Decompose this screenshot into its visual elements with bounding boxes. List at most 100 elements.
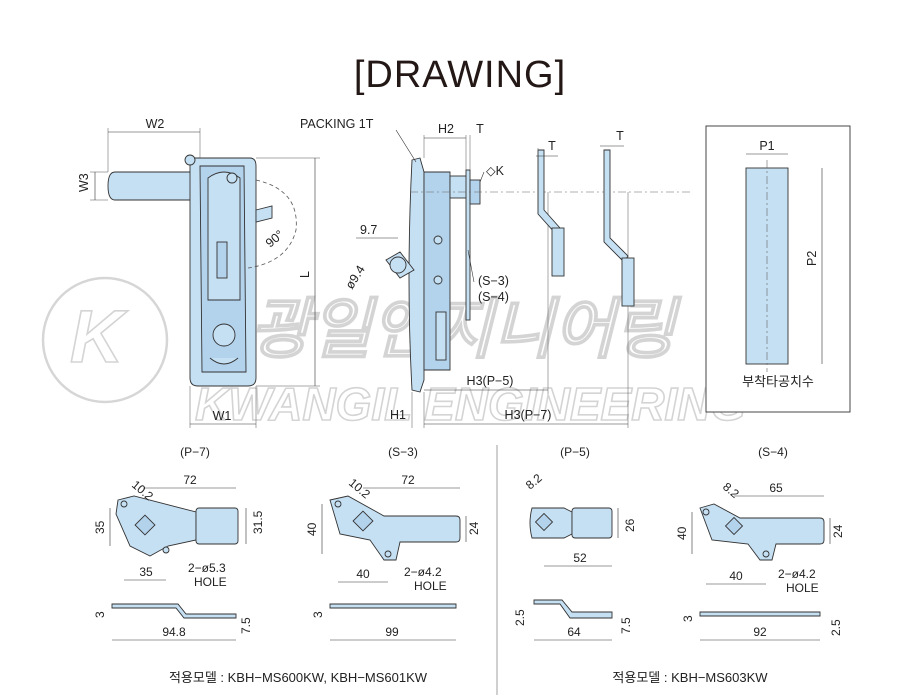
h2-label: H2 <box>438 122 454 136</box>
cam-p7-side-right: 7.5 <box>239 617 253 634</box>
w3-label: W3 <box>77 173 91 192</box>
cam-s4-side-right: 2.5 <box>829 619 843 636</box>
w2-label: W2 <box>146 117 165 131</box>
cam-s4-left: 40 <box>675 526 689 540</box>
side-cam-plate <box>465 169 471 321</box>
w1-label: W1 <box>213 409 232 423</box>
cam-p7-right: 31.5 <box>251 510 265 534</box>
cam-p7-side-left: 3 <box>93 611 107 618</box>
cam-s3-side-left: 3 <box>311 611 325 618</box>
front-view: 90° W2 W3 W1 L <box>77 117 320 428</box>
rotation-arc <box>247 179 297 269</box>
cam-s3: (S−3) 72 10.2 40 24 40 2−ø4.2 HOLE 99 3 <box>305 445 481 641</box>
k-leader <box>479 171 485 183</box>
cam-s4-right: 24 <box>831 524 845 538</box>
page-title: [DRAWING] <box>354 54 566 96</box>
cam-s4-side-left: 3 <box>681 615 695 622</box>
cam-p7-left: 35 <box>93 520 107 534</box>
side-shaft <box>449 175 469 199</box>
cam-p5-name: (P−5) <box>560 445 590 459</box>
cam-s3-hole-1 <box>334 500 342 508</box>
cam-s4-angle: 8.2 <box>720 480 742 502</box>
cam-s3-name: (S−3) <box>388 445 418 459</box>
cam-s3-side-len: 99 <box>385 625 399 639</box>
cam-s3-side <box>329 603 457 609</box>
cam-p5: (P−5) 8.2 26 52 64 2.5 7.5 <box>513 445 637 641</box>
t-label: T <box>476 122 484 136</box>
cam-p5-side-right: 7.5 <box>619 617 633 634</box>
angle-label: 90° <box>263 227 286 250</box>
mount-hole-panel: P1 P2 부착타공치수 <box>705 125 851 413</box>
cam-p5-side-len: 64 <box>567 625 581 639</box>
side-view: PACKING 1T H2 T ◇K 9.7 ø9.4 (S−3) (S−4) … <box>300 117 690 428</box>
key-cylinder <box>216 241 228 279</box>
cam-s4-square <box>724 516 744 536</box>
profile-2-end <box>621 257 635 307</box>
cam-p7-top: 72 <box>183 473 197 487</box>
cam-s4-hole-1 <box>702 508 710 516</box>
l-label: L <box>298 271 312 278</box>
cam-s4: (S−4) 65 8.2 40 24 40 2−ø4.2 HOLE 92 3 2… <box>675 445 845 641</box>
h3p7-label: H3(P−7) <box>505 408 552 422</box>
k-label: ◇K <box>486 164 505 178</box>
top-ear <box>184 154 196 166</box>
cam-s3-hole-b: HOLE <box>414 579 447 593</box>
cam-s3-plate <box>329 495 461 561</box>
packing-leader <box>395 129 417 163</box>
cam-p7-hole-2 <box>162 546 170 554</box>
lock-arc <box>209 357 239 365</box>
phi94-label: ø9.4 <box>343 263 368 292</box>
s3-label: (S−3) <box>478 274 509 288</box>
cam-s4-hole-a: 2−ø4.2 <box>778 567 816 581</box>
side-latch <box>435 311 447 361</box>
side-flange <box>408 157 425 393</box>
cam-s3-right: 24 <box>467 521 481 535</box>
cam-p7-side <box>111 603 237 619</box>
cam-s3-top: 72 <box>401 473 415 487</box>
cam-p7-hole-1 <box>120 500 128 508</box>
cam-p5-right: 26 <box>623 518 637 532</box>
cam-p7-block <box>195 507 239 545</box>
cam-s4-hole-b: HOLE <box>786 581 819 595</box>
cam-s3-hole-a: 2−ø4.2 <box>404 565 442 579</box>
side-hole <box>389 256 407 274</box>
cam-s4-side-len: 92 <box>753 625 767 639</box>
side-gear-2 <box>433 275 443 285</box>
cam-p7-side-len: 94.8 <box>162 625 186 639</box>
packing-label: PACKING 1T <box>300 117 374 131</box>
cam-p7-bottom: 35 <box>139 565 153 579</box>
d97-label: 9.7 <box>360 223 377 237</box>
rotated-tab <box>255 205 273 223</box>
cam-s4-name: (S−4) <box>758 445 788 459</box>
models-left: 적용모델 : KBH−MS600KW, KBH−MS601KW <box>169 670 428 685</box>
cam-p5-block <box>571 507 613 539</box>
cam-s3-square <box>352 510 374 532</box>
cam-p7-name: (P−7) <box>180 445 210 459</box>
cam-p7-hole-b: HOLE <box>194 575 227 589</box>
profile-2-arm <box>603 149 629 263</box>
upper-rivet <box>226 172 238 184</box>
cam-s4-plate <box>699 503 825 561</box>
profile-1-t: T <box>548 139 556 153</box>
s-leader <box>467 249 475 283</box>
mount-caption: 부착타공치수 <box>742 374 814 389</box>
profile-2-t: T <box>616 129 624 143</box>
cam-s4-hole-2 <box>762 550 770 558</box>
cam-s4-top: 65 <box>769 481 783 495</box>
profile-1-end <box>551 227 565 277</box>
side-gear-1 <box>433 235 443 245</box>
cam-profiles: T T <box>536 129 635 307</box>
p1-label: P1 <box>759 139 774 153</box>
cam-s3-bottom: 40 <box>356 567 370 581</box>
cam-s4-side <box>699 611 821 617</box>
lock-circle <box>212 323 236 347</box>
cam-p7-square <box>134 514 156 536</box>
cam-p7-plate <box>115 495 197 557</box>
watermark-letter: K <box>70 295 128 378</box>
s4-label: (S−4) <box>478 290 509 304</box>
cam-s3-hole-2 <box>384 550 392 558</box>
cam-p5-square <box>534 512 554 532</box>
models-right: 적용모델 : KBH−MS603KW <box>612 670 768 685</box>
cam-p5-side-left: 2.5 <box>513 609 527 626</box>
